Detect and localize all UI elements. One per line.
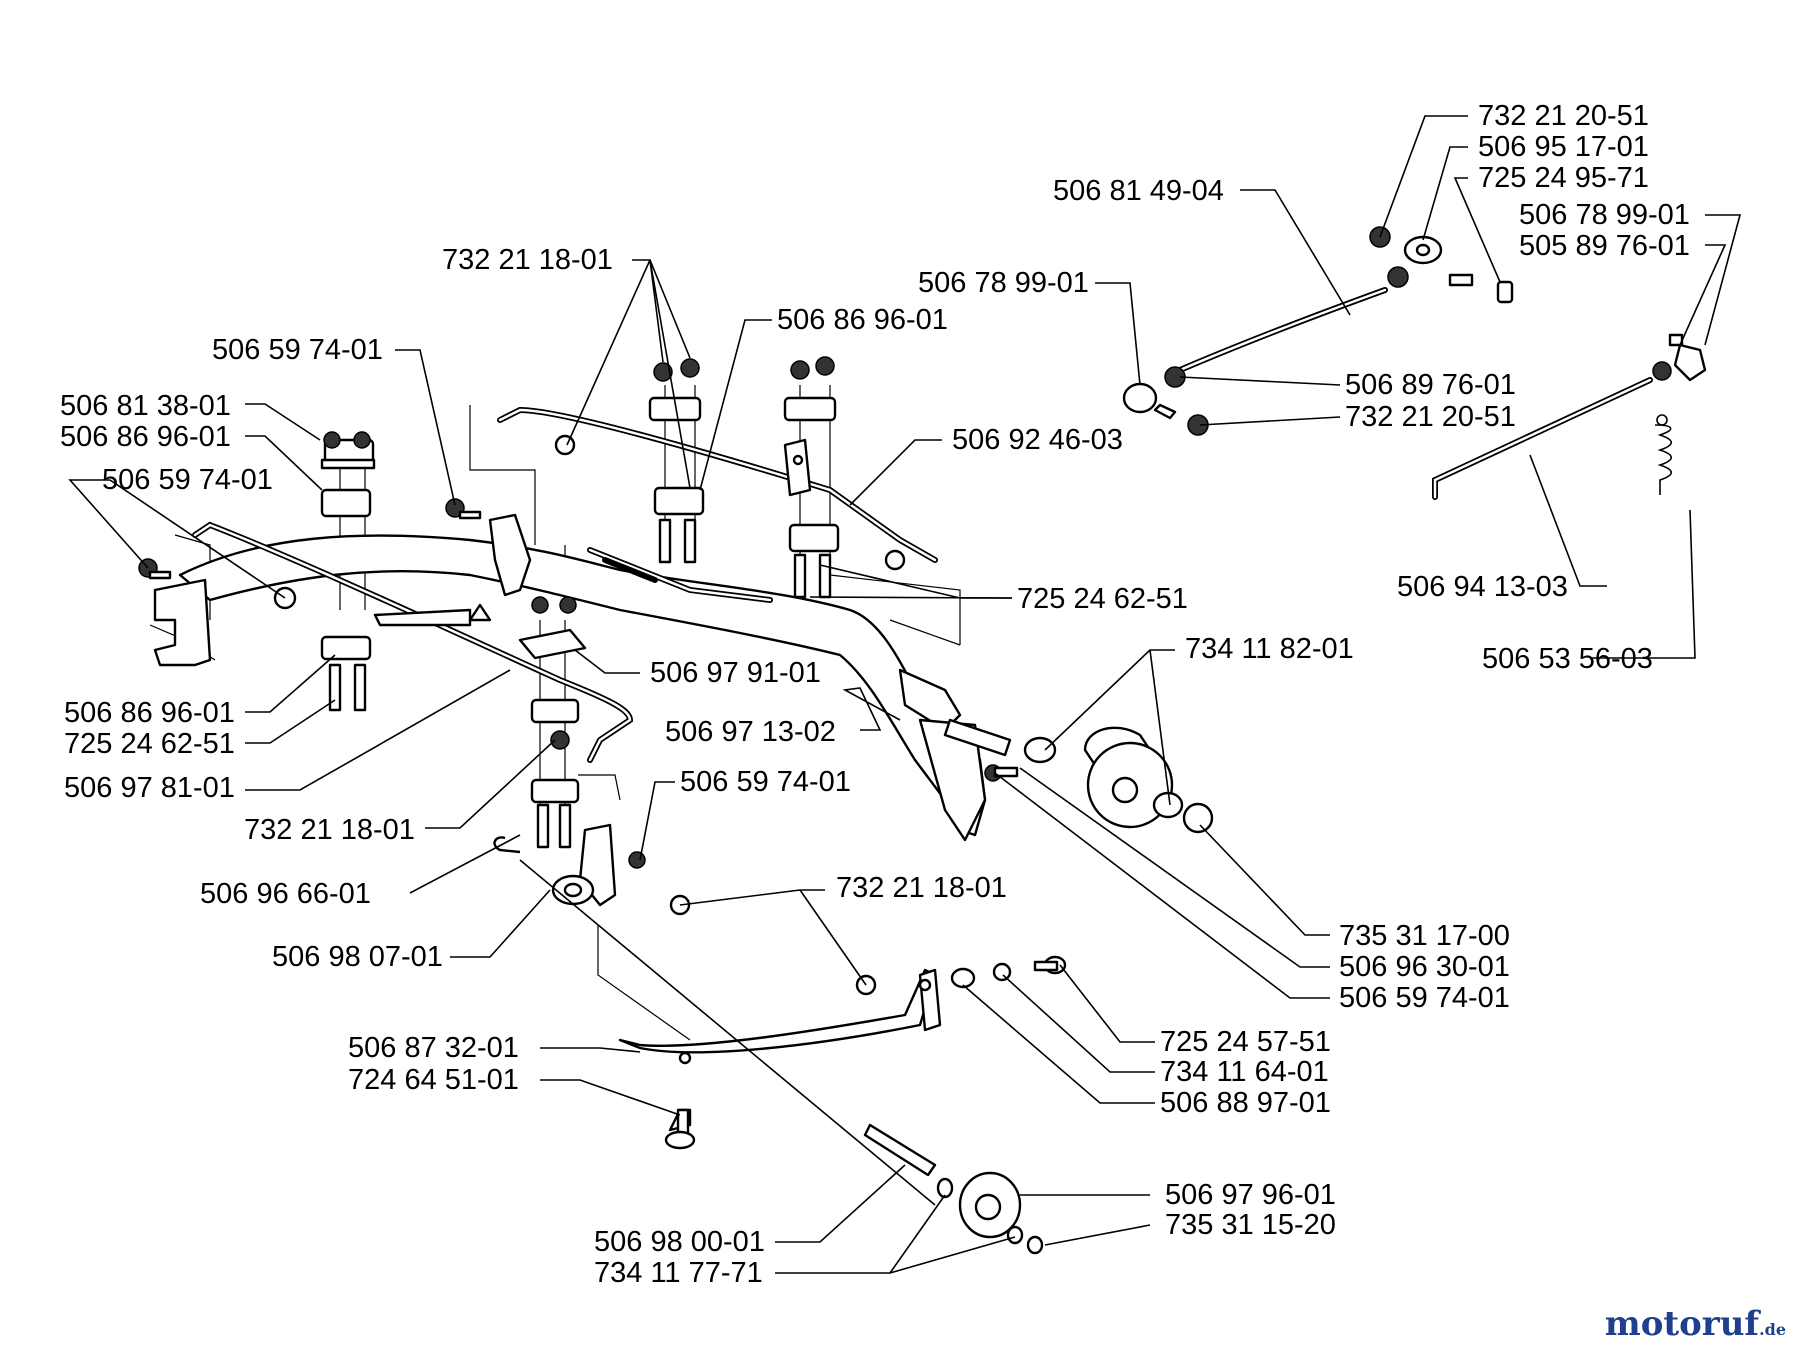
pivot-bracket — [493, 823, 617, 907]
clamp-stack-middle-left — [648, 358, 705, 564]
middle-link — [587, 547, 773, 603]
part-label: 506 86 96-01 — [64, 697, 235, 729]
clamp-stack-middle-right — [783, 356, 840, 599]
part-label: 506 78 99-01 — [918, 267, 1089, 299]
long-rod — [192, 521, 634, 763]
part-label: 506 97 81-01 — [64, 772, 235, 804]
part-label: 725 24 62-51 — [64, 728, 235, 760]
part-label: 506 94 13-03 — [1397, 571, 1568, 603]
part-label: 732 21 20-51 — [1345, 401, 1516, 433]
part-label: 506 97 96-01 — [1165, 1179, 1336, 1211]
part-label: 732 21 18-01 — [244, 814, 415, 846]
part-label: 506 59 74-01 — [212, 334, 383, 366]
part-label: 735 31 15-20 — [1165, 1209, 1336, 1241]
right-rod — [1432, 333, 1707, 500]
part-label: 724 64 51-01 — [348, 1064, 519, 1096]
part-label: 506 92 46-03 — [952, 424, 1123, 456]
part-label: 506 89 76-01 — [1345, 369, 1516, 401]
part-label: 732 21 18-01 — [836, 872, 1007, 904]
part-label: 506 81 49-04 — [1053, 175, 1224, 207]
part-label: 725 24 62-51 — [1017, 583, 1188, 615]
part-label: 506 96 66-01 — [200, 878, 371, 910]
part-label: 732 21 18-01 — [442, 244, 613, 276]
leader-lines — [68, 115, 1742, 1274]
part-label: 506 86 96-01 — [60, 421, 231, 453]
part-label: 506 98 00-01 — [594, 1226, 765, 1258]
part-label: 732 21 20-51 — [1478, 100, 1649, 132]
part-label: 506 59 74-01 — [102, 464, 273, 496]
part-label: 506 53 56-03 — [1482, 643, 1653, 675]
part-label: 505 89 76-01 — [1519, 230, 1690, 262]
part-label: 506 95 17-01 — [1478, 131, 1649, 163]
part-label: 734 11 82-01 — [1185, 633, 1354, 665]
clamp-stack-lower — [518, 596, 587, 849]
upper-linkage — [1122, 226, 1514, 436]
part-label: 506 96 30-01 — [1339, 951, 1510, 983]
part-label: 506 97 13-02 — [665, 716, 836, 748]
part-label: 506 78 99-01 — [1519, 199, 1690, 231]
fasteners — [138, 434, 1019, 996]
part-label: 725 24 95-71 — [1478, 162, 1649, 194]
part-label: 506 88 97-01 — [1160, 1087, 1331, 1119]
part-label: 506 97 91-01 — [650, 657, 821, 689]
part-label: 734 11 77-71 — [594, 1257, 763, 1289]
main-wheel — [943, 718, 1214, 834]
part-label: 506 98 07-01 — [272, 941, 443, 973]
part-label: 506 81 38-01 — [60, 390, 231, 422]
swing-arm-lower — [618, 955, 1067, 1150]
main-frame — [153, 513, 987, 842]
part-label: 725 24 57-51 — [1160, 1026, 1331, 1058]
part-label: 506 87 32-01 — [348, 1032, 519, 1064]
clamp-stack-left — [320, 431, 376, 712]
part-label: 734 11 64-01 — [1160, 1056, 1329, 1088]
part-label: 735 31 17-00 — [1339, 920, 1510, 952]
part-label: 506 59 74-01 — [680, 766, 851, 798]
part-label: 506 59 74-01 — [1339, 982, 1510, 1014]
motoruf-logo: motoruf.de — [1604, 1304, 1786, 1344]
side-rod-upper — [497, 406, 938, 563]
lower-wheel — [519, 859, 1044, 1255]
part-label: 506 86 96-01 — [777, 304, 948, 336]
